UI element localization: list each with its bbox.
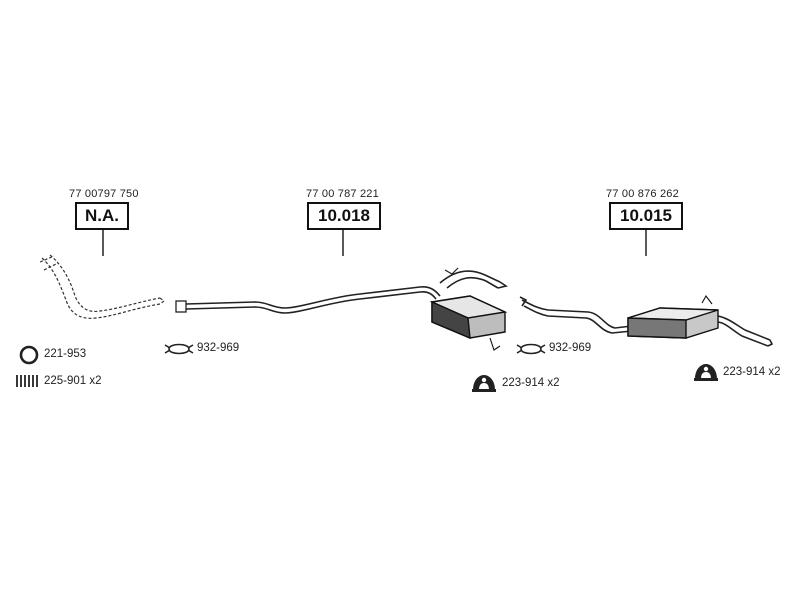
spring-part-label: 225-901 x2	[44, 375, 102, 387]
rubber-hanger-icon	[694, 364, 718, 381]
part-code-center-pipe: 10.018	[307, 202, 381, 230]
clamp-part-label-2: 932-969	[549, 342, 592, 354]
part-code-front-pipe: N.A.	[75, 202, 129, 230]
hanger-part-label-2: 223-914 x2	[723, 366, 781, 378]
center-muffler	[429, 295, 508, 351]
sealing-ring-icon	[19, 345, 39, 365]
pipe-clamp-icon	[164, 343, 194, 355]
part-code-rear-pipe: 10.015	[609, 202, 683, 230]
rubber-hanger-icon	[472, 375, 496, 392]
pipe-clamp-icon	[516, 343, 546, 355]
rear-pipe-part	[519, 296, 774, 347]
front-pipe-part	[39, 254, 165, 319]
spring-icon	[16, 375, 38, 387]
ring-part-label: 221-953	[44, 348, 87, 360]
rear-silencer	[627, 295, 719, 339]
center-pipe-part	[175, 267, 508, 314]
part-ref-rear-pipe: 77 00 876 262	[606, 188, 679, 200]
part-ref-front-pipe: 77 00797 750	[69, 188, 139, 200]
hanger-part-label-1: 223-914 x2	[502, 377, 560, 389]
clamp-part-label-1: 932-969	[197, 342, 240, 354]
part-ref-center-pipe: 77 00 787 221	[306, 188, 379, 200]
